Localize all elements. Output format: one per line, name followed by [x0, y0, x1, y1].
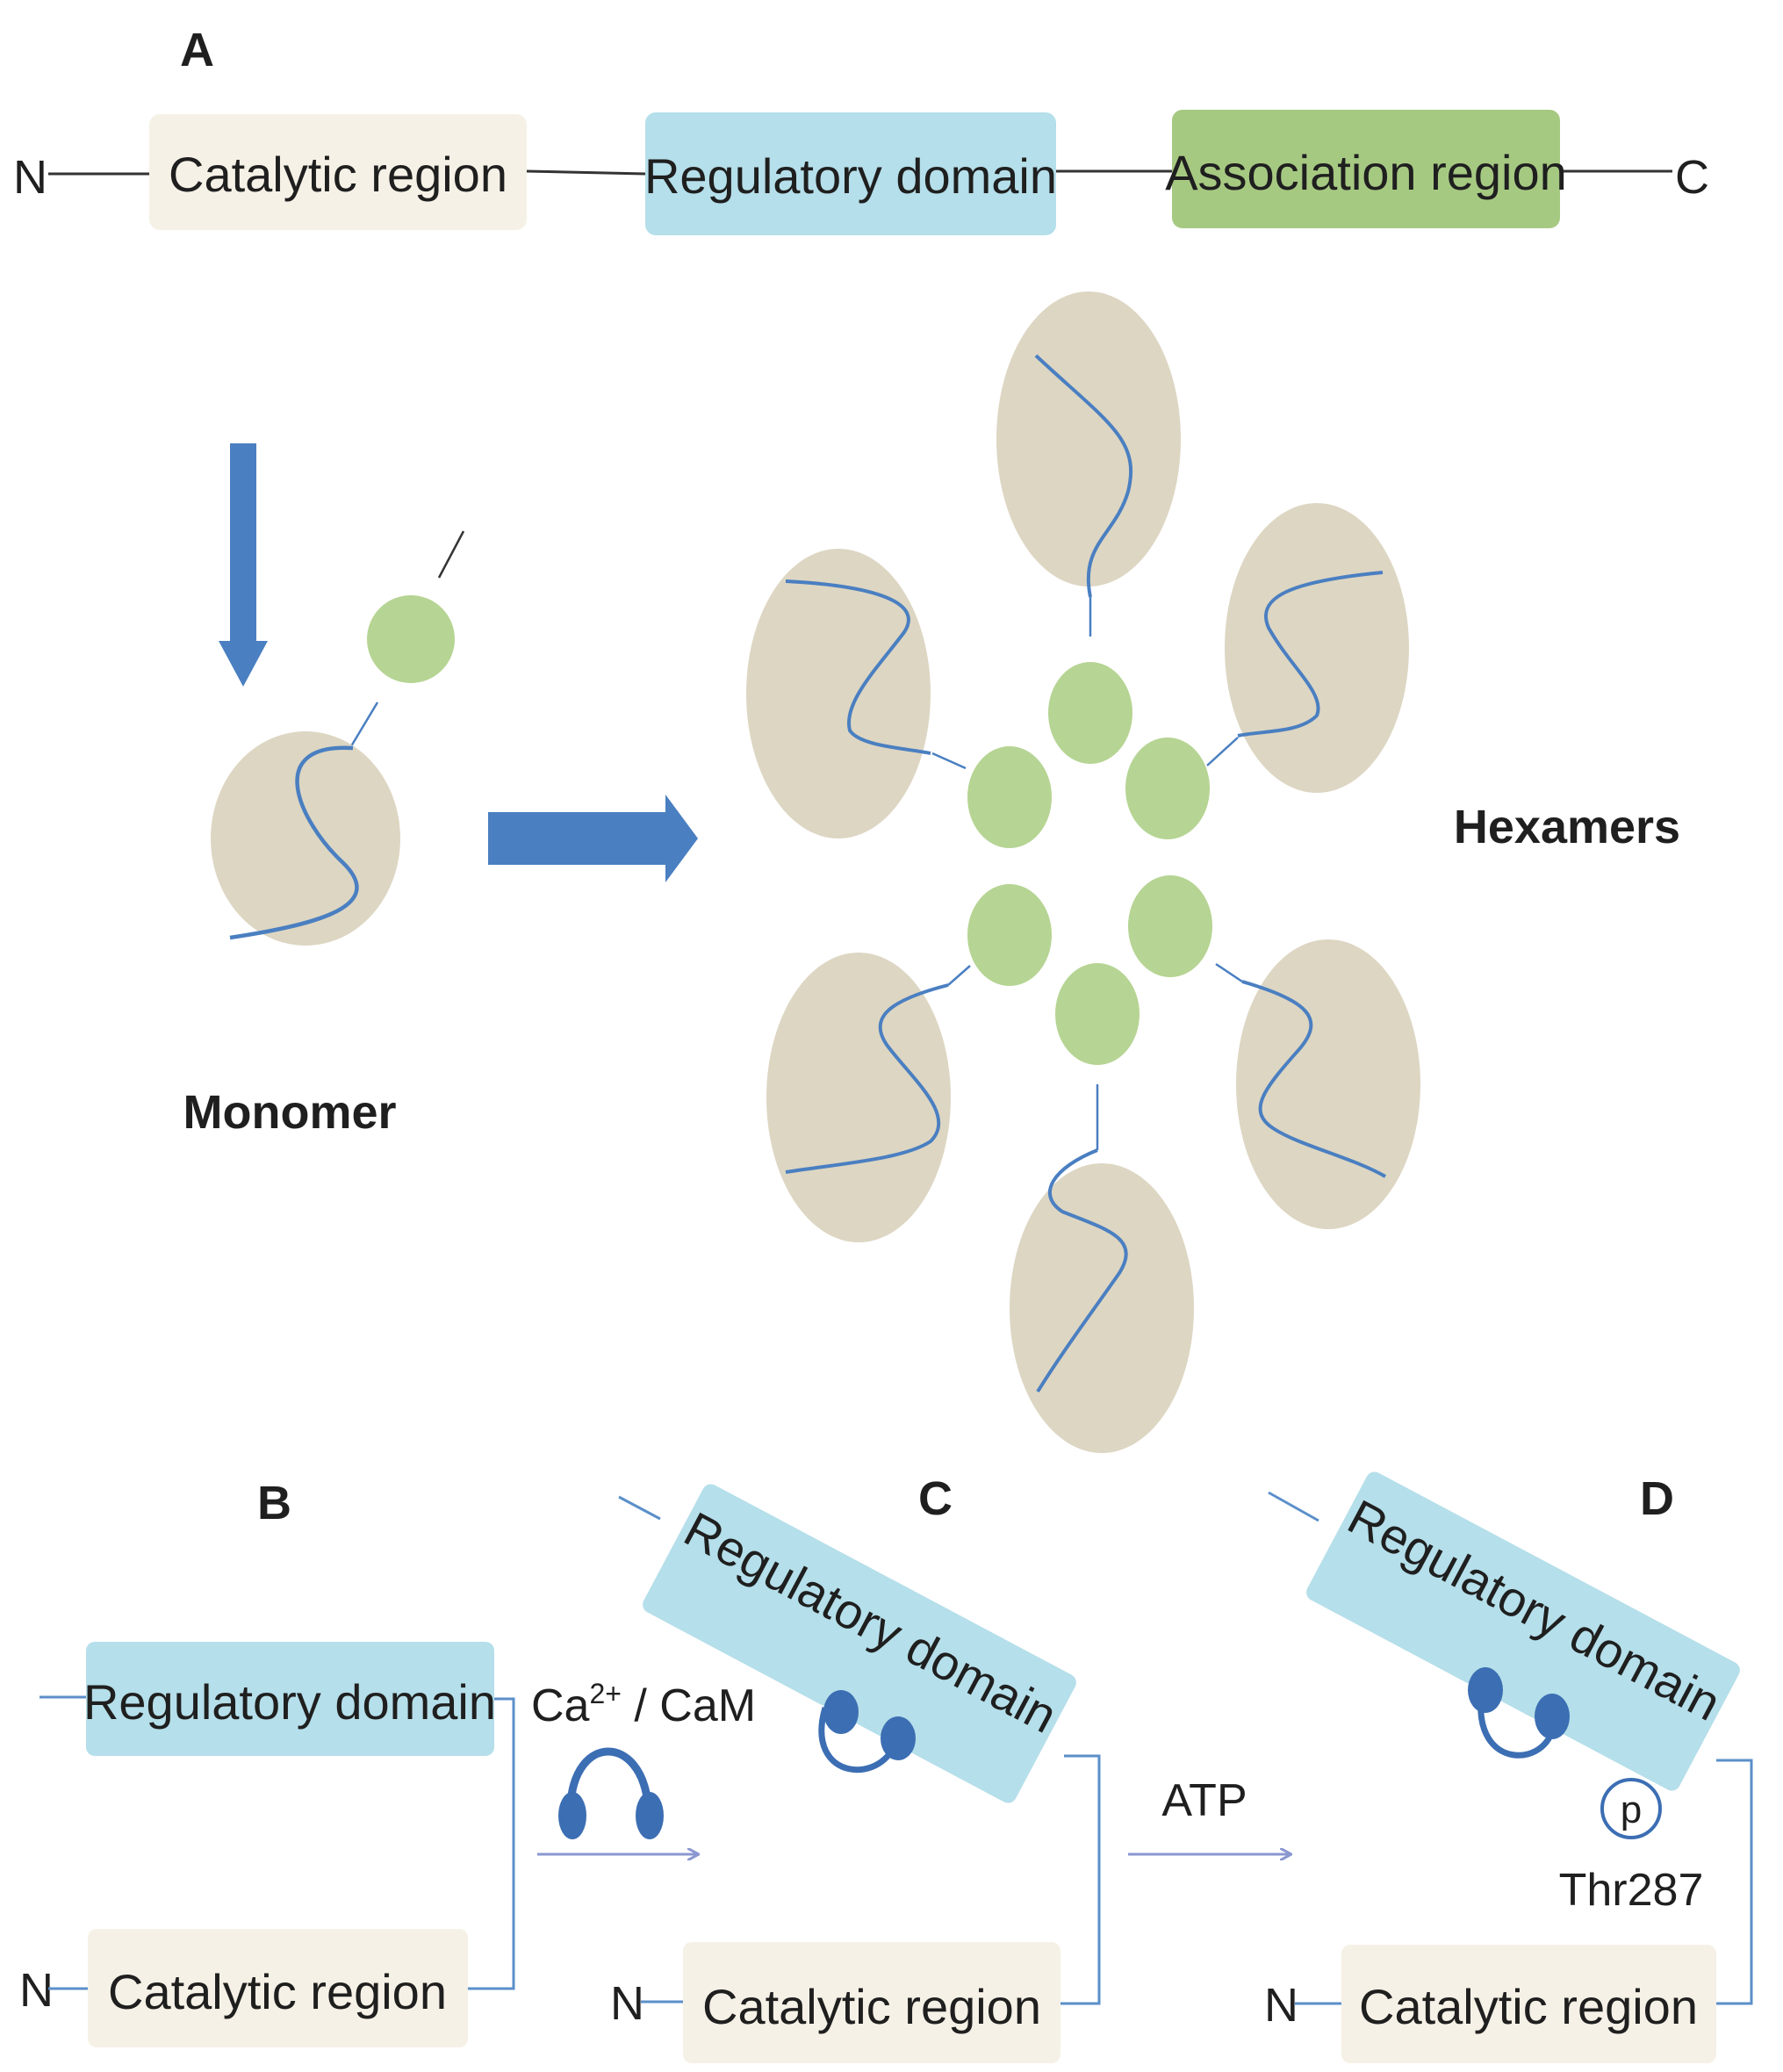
- regulatory-domain-box: [643, 1484, 1076, 1803]
- association-circle: [1125, 737, 1210, 839]
- n-terminus-label: N: [19, 1964, 54, 2017]
- reg-n-linker: [618, 1495, 661, 1521]
- regulatory-domain-label: Regulatory domain: [644, 148, 1057, 204]
- panel-label-d: D: [1640, 1472, 1674, 1525]
- panel-b-inactive: Regulatory domain N Catalytic region: [19, 1642, 515, 2047]
- chain-bottom: [1036, 1148, 1128, 1393]
- association-circle: [1055, 963, 1140, 1065]
- hexamer-linker: [1206, 737, 1239, 766]
- calmodulin-lobe-icon: [881, 1716, 916, 1760]
- calmodulin-lobe-icon: [823, 1690, 859, 1734]
- catalytic-circle-lower-right: [1236, 939, 1420, 1229]
- hexamer-linker: [1215, 962, 1243, 983]
- down-arrow-icon: [219, 443, 268, 687]
- calcium-charge: 2+: [589, 1678, 621, 1709]
- association-region-label: Association region: [1165, 145, 1567, 200]
- catalytic-region-label: Catalytic region: [169, 147, 507, 202]
- regulatory-domain-label: Regulatory domain: [83, 1674, 496, 1730]
- catalytic-region-label: Catalytic region: [108, 1964, 447, 2019]
- catalytic-circle-bottom: [1010, 1163, 1194, 1453]
- atp-step: ATP: [1128, 1775, 1291, 1854]
- association-circle: [1128, 875, 1212, 977]
- hexamer-linker: [931, 752, 967, 770]
- catalytic-circle-lower-left: [766, 953, 951, 1242]
- calmodulin-lobe-icon: [558, 1792, 586, 1839]
- regulatory-domain-box: [86, 1642, 494, 1756]
- chain-top: [1034, 354, 1133, 598]
- hexamer-linker: [947, 965, 971, 986]
- monomer: Monomer: [183, 530, 465, 1139]
- association-region-box: [1172, 110, 1560, 228]
- chain-lower-right: [1241, 980, 1387, 1178]
- hinge-linker: [1060, 1754, 1101, 2005]
- calmodulin-lobe-icon: [1535, 1694, 1570, 1739]
- phospho-icon: [1600, 1778, 1662, 1839]
- monomer-association-circle: [367, 595, 455, 683]
- catalytic-region-box: [683, 1942, 1060, 2063]
- reg-n-linker: [1268, 1491, 1319, 1522]
- calcium-label: Ca: [531, 1680, 590, 1731]
- monomer-linker: [349, 701, 379, 747]
- panel-c-activated: Regulatory domain N Catalytic region: [610, 1484, 1101, 2063]
- n-terminus-label: N: [13, 151, 47, 204]
- thr287-label: Thr287: [1559, 1865, 1704, 1916]
- panel-label-a: A: [180, 24, 214, 76]
- catalytic-region-box: [1341, 1945, 1716, 2063]
- regulatory-domain-box: [1306, 1471, 1740, 1791]
- association-circle: [967, 884, 1052, 986]
- panel-label-c: C: [918, 1472, 953, 1525]
- chain-upper-left: [785, 579, 931, 755]
- calmodulin-lobe-icon: [636, 1792, 664, 1839]
- hexamer: Hexamers: [746, 291, 1680, 1453]
- panel-d-autophosphorylated: Regulatory domain p Thr287 N Catalytic r…: [1264, 1471, 1753, 2063]
- monomer-chain: [229, 745, 359, 940]
- calcium-calmodulin-step: Ca2+ / CaM: [531, 1678, 756, 1854]
- calmodulin-lobe-icon: [1468, 1667, 1503, 1713]
- linker-1: [526, 169, 646, 176]
- linear-domain-map: N C Catalytic region Regulatory domain A…: [13, 110, 1709, 235]
- atp-label: ATP: [1161, 1775, 1247, 1826]
- chain-upper-right: [1237, 571, 1384, 737]
- association-circle: [967, 746, 1052, 848]
- catalytic-circle-upper-left: [746, 549, 931, 838]
- monomer-label: Monomer: [183, 1086, 397, 1139]
- catalytic-region-box: [88, 1929, 468, 2047]
- catalytic-region-label: Catalytic region: [702, 1979, 1041, 2034]
- n-terminus-label: N: [1264, 1979, 1298, 2032]
- c-terminus-label: C: [1675, 151, 1709, 204]
- right-arrow-icon: [488, 795, 698, 882]
- chain-lower-left: [785, 983, 949, 1174]
- catalytic-circle-top: [996, 291, 1181, 586]
- calcium-cam-label: Ca2+ / CaM: [531, 1678, 756, 1731]
- hinge-linker: [468, 1697, 515, 1990]
- n-terminus-label: N: [610, 1977, 644, 2030]
- cam-label: / CaM: [622, 1680, 756, 1731]
- catalytic-region-box: [149, 114, 527, 230]
- association-circle: [1048, 662, 1132, 764]
- calmodulin-linker: [566, 1747, 652, 1805]
- hinge-linker: [1716, 1759, 1753, 2005]
- panel-label-b: B: [257, 1477, 291, 1529]
- catalytic-circle-upper-right: [1225, 503, 1409, 793]
- monomer-catalytic-circle: [211, 731, 400, 946]
- regulatory-domain-box: [645, 112, 1056, 235]
- phospho-label: p: [1621, 1788, 1642, 1831]
- monomer-tail: [437, 530, 465, 579]
- catalytic-region-label: Catalytic region: [1359, 1979, 1698, 2034]
- hexamers-label: Hexamers: [1454, 801, 1680, 853]
